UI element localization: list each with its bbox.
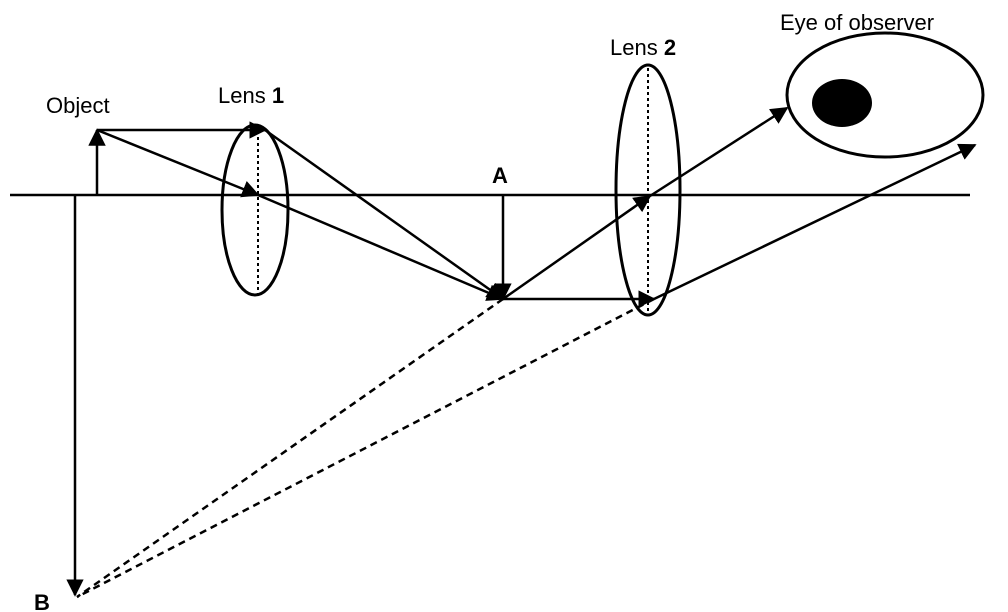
point-b-label: B bbox=[34, 590, 50, 612]
object-label: Object bbox=[46, 93, 110, 118]
lens-2-label-prefix: Lens bbox=[610, 35, 664, 60]
ray-lens1-refracted bbox=[264, 128, 505, 301]
ray-object-through-center bbox=[96, 128, 260, 198]
lens-1-label-prefix: Lens bbox=[218, 83, 272, 108]
virtual-ray-from-lens2 bbox=[76, 297, 655, 599]
ray-lens2-to-eye-upper bbox=[649, 106, 789, 198]
lens-2-label: Lens 2 bbox=[610, 35, 676, 60]
eye-pupil bbox=[812, 79, 872, 127]
point-a-label: A bbox=[492, 163, 508, 188]
eye-outline bbox=[785, 31, 985, 159]
ray-image-through-lens2 bbox=[502, 194, 652, 301]
lens-1-label-number: 1 bbox=[272, 83, 284, 108]
lens-1 bbox=[220, 123, 290, 297]
lens-1-label: Lens 1 bbox=[218, 83, 284, 108]
ray-lens2-to-eye-lower bbox=[653, 143, 977, 301]
ray-center-to-image bbox=[257, 193, 505, 301]
virtual-ray-from-image bbox=[76, 297, 504, 599]
lens-2-label-number: 2 bbox=[664, 35, 676, 60]
eye-label: Eye of observer bbox=[780, 10, 934, 35]
